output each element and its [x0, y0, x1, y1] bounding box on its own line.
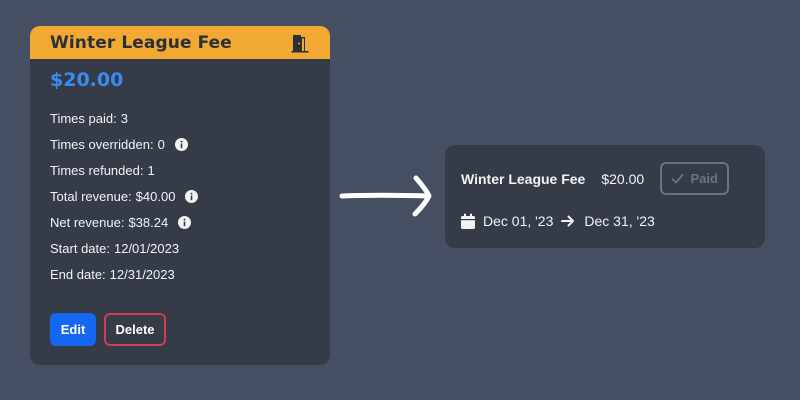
fee-compact-card[interactable]: Winter League Fee $20.00 Paid Dec 01, '2…	[445, 145, 765, 248]
stat-times-paid: Times paid: 3	[50, 105, 330, 131]
fee-stats-list: Times paid: 3 Times overridden: 0 Times …	[50, 105, 330, 287]
stat-label: Net revenue:	[50, 214, 125, 230]
stat-label: Times overridden:	[50, 136, 154, 152]
fee-card-header: Winter League Fee	[30, 26, 330, 59]
flow-arrow-icon	[339, 175, 432, 217]
arrow-right-icon	[561, 215, 575, 227]
stat-value: 1	[147, 162, 155, 178]
info-icon[interactable]	[178, 215, 192, 229]
stat-times-overridden: Times overridden: 0	[50, 131, 330, 157]
edit-button[interactable]: Edit	[50, 313, 96, 346]
compact-card-date-range: Dec 01, '23 Dec 31, '23	[461, 211, 655, 231]
stat-label: Start date:	[50, 240, 110, 256]
calendar-icon	[461, 213, 475, 229]
info-icon[interactable]	[185, 189, 199, 203]
fee-card-actions: Edit Delete	[50, 313, 166, 346]
stat-value: 12/01/2023	[113, 240, 180, 256]
stat-value: 12/31/2023	[109, 266, 175, 282]
fee-detail-card: Winter League Fee $20.00 Times paid: 3 T…	[30, 26, 330, 365]
stat-value: 3	[120, 110, 128, 126]
stat-end-date: End date: 12/31/2023	[50, 261, 330, 287]
stat-label: Times paid:	[50, 110, 117, 126]
stat-net-revenue: Net revenue: $38.24	[50, 209, 330, 235]
compact-card-title: Winter League Fee	[461, 170, 586, 187]
compact-card-price: $20.00	[601, 170, 645, 187]
compact-start-date: Dec 01, '23	[483, 213, 554, 229]
stat-label: End date:	[50, 266, 106, 282]
stat-value: $40.00	[135, 188, 176, 204]
info-icon[interactable]	[174, 137, 188, 151]
stat-value: $38.24	[128, 214, 169, 230]
fee-card-price: $20.00	[50, 69, 124, 91]
stat-total-revenue: Total revenue: $40.00	[50, 183, 330, 209]
door-icon	[291, 34, 309, 52]
delete-button[interactable]: Delete	[104, 313, 166, 346]
paid-status-label: Paid	[690, 171, 718, 186]
fee-card-title: Winter League Fee	[50, 32, 232, 53]
check-icon	[672, 174, 684, 184]
stat-start-date: Start date: 12/01/2023	[50, 235, 330, 261]
compact-end-date: Dec 31, '23	[584, 213, 655, 229]
paid-status-badge: Paid	[660, 162, 730, 195]
stat-label: Times refunded:	[50, 162, 144, 178]
stat-label: Total revenue:	[50, 188, 132, 204]
stat-value: 0	[157, 136, 165, 152]
compact-card-top-row: Winter League Fee $20.00 Paid	[461, 162, 730, 195]
stat-times-refunded: Times refunded: 1	[50, 157, 330, 183]
